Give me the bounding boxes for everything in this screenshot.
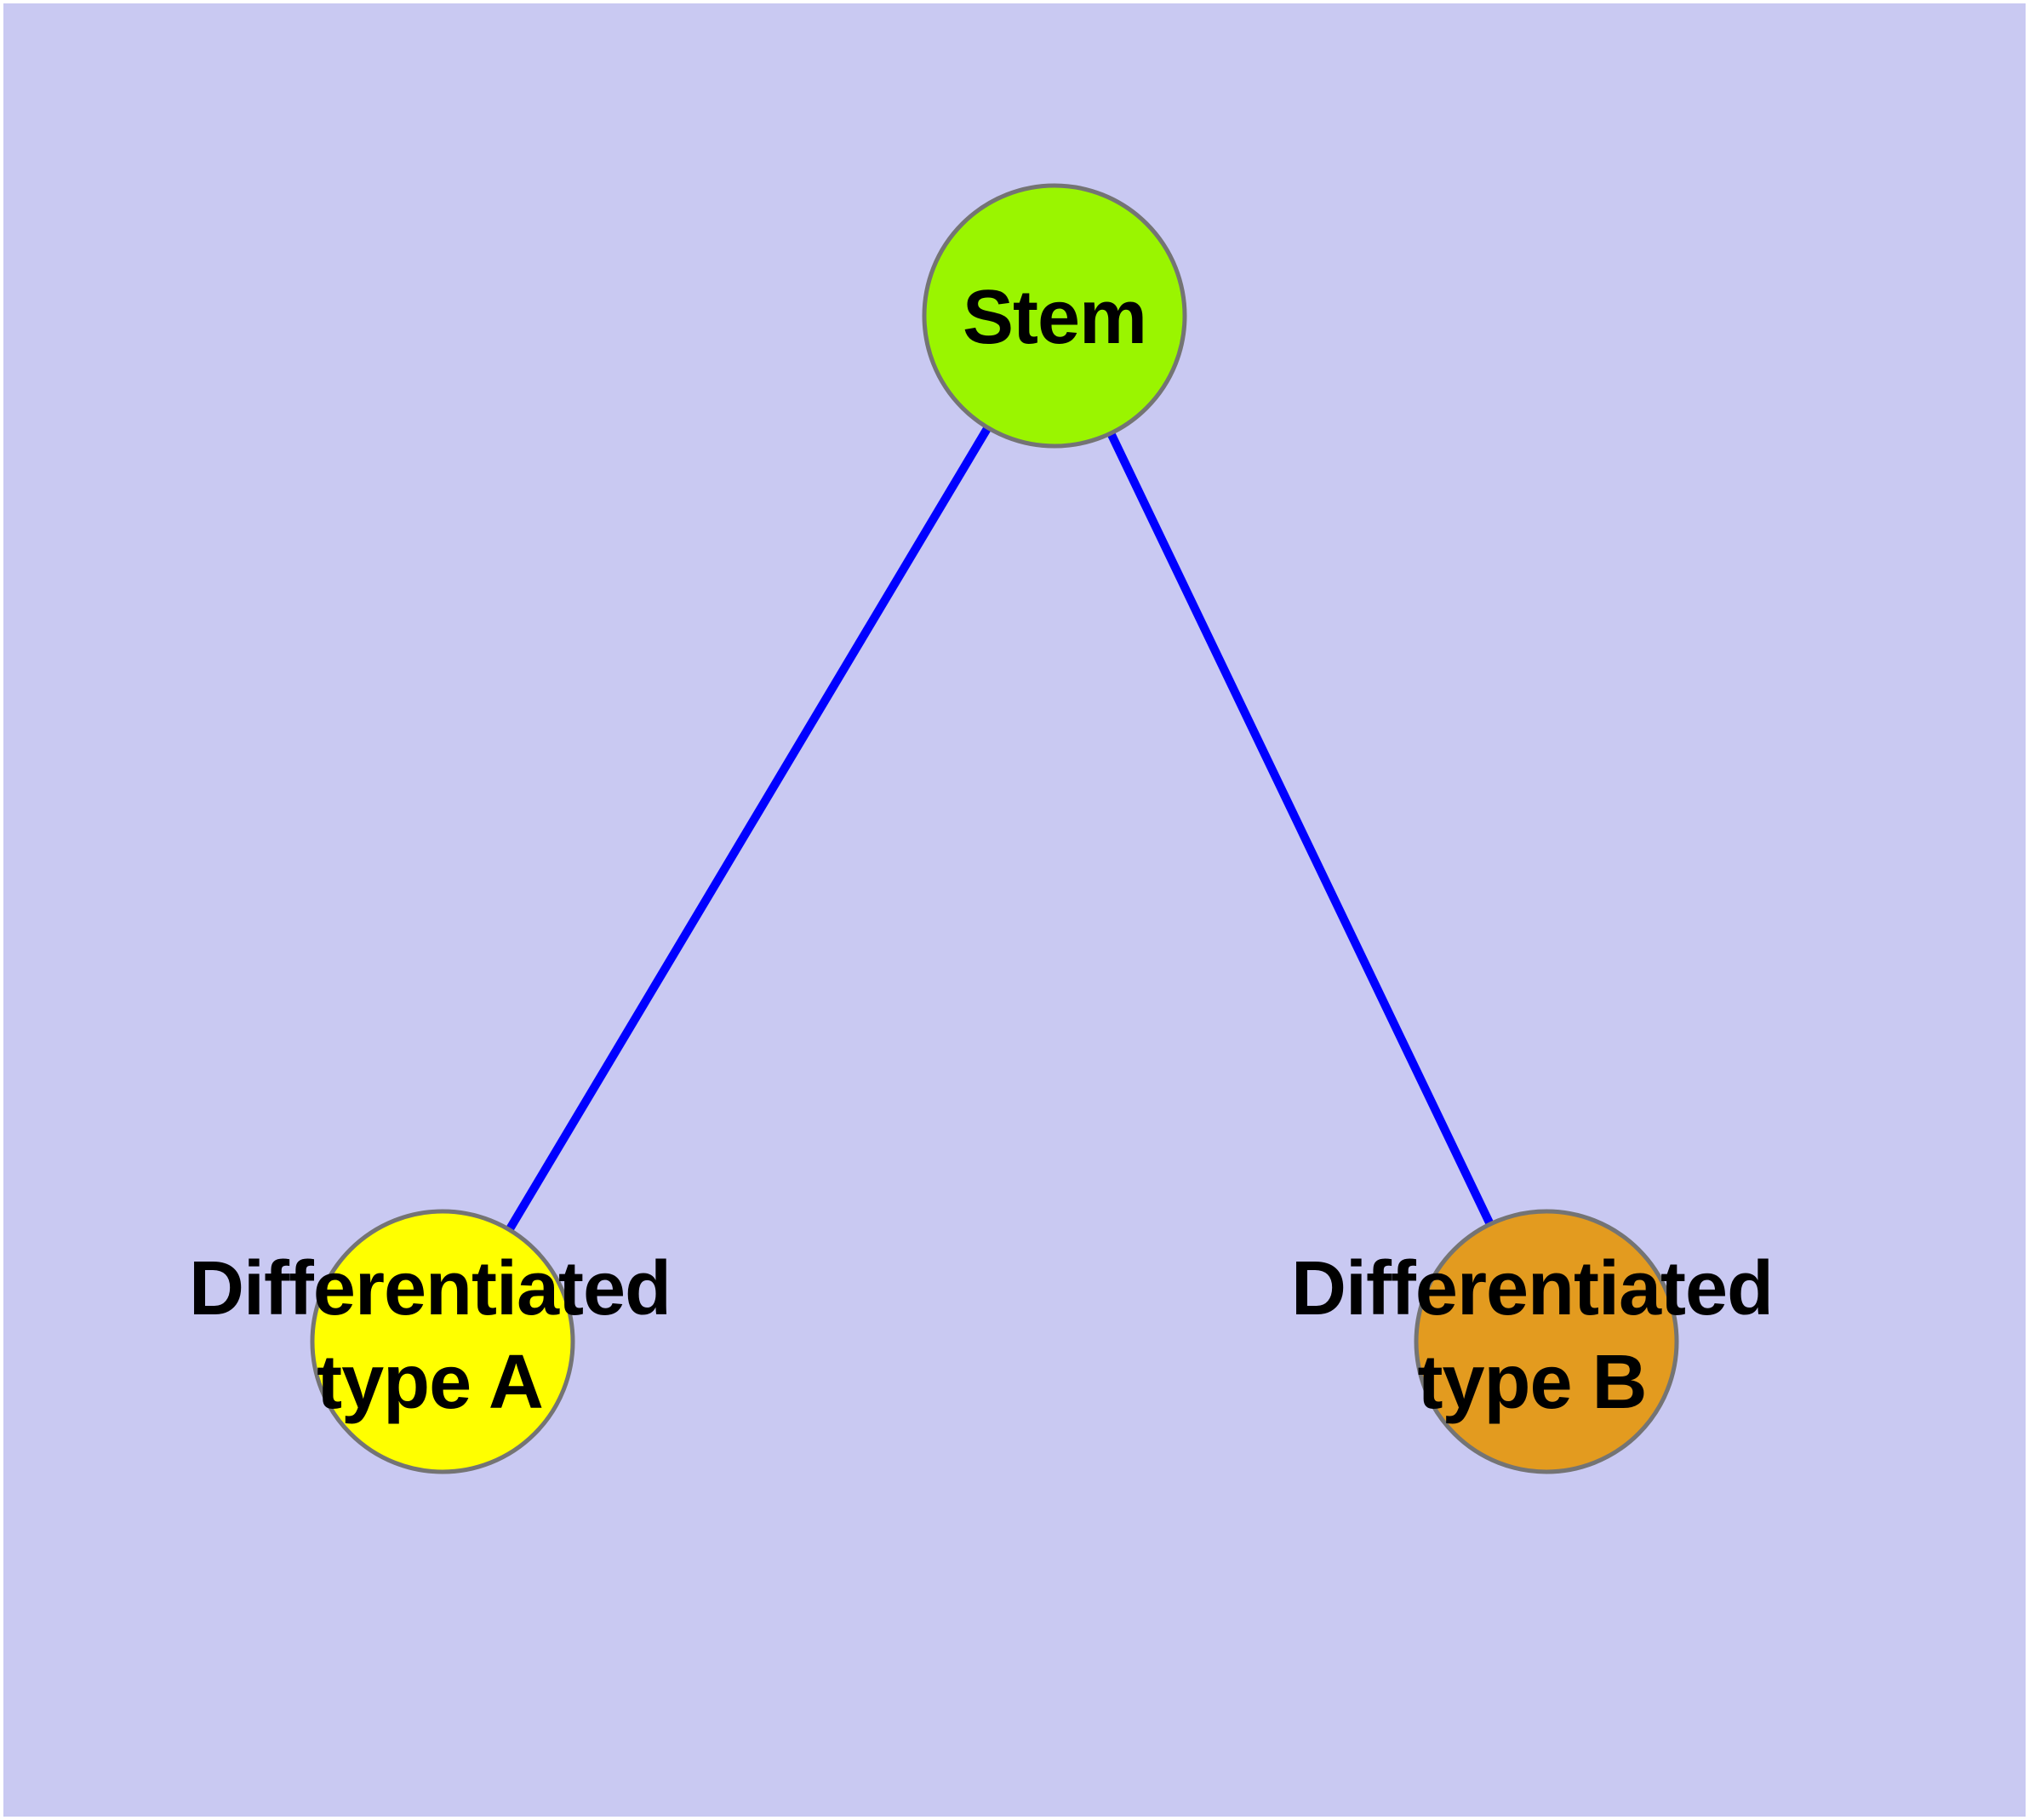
node-label-stem: Stem: [963, 275, 1146, 360]
node-stem: [922, 183, 1187, 449]
nodes-layer: [310, 183, 1679, 1474]
edge-stem-to-differentiated-type-a: [438, 313, 1059, 1344]
node-differentiated-type-a: [310, 1209, 575, 1474]
edges-layer: [438, 313, 1551, 1344]
edge-stem-to-differentiated-type-b: [1050, 313, 1551, 1344]
node-differentiated-type-b: [1414, 1209, 1679, 1474]
